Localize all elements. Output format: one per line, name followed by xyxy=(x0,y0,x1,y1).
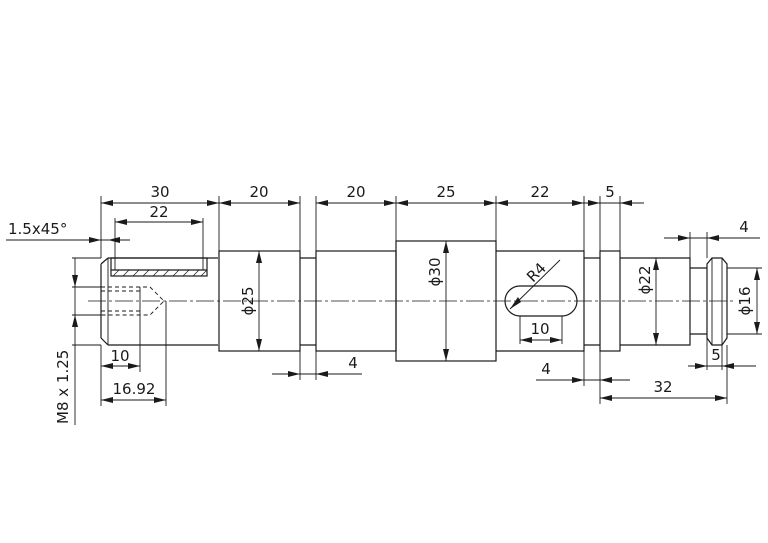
dim-20-b: 20 xyxy=(346,183,365,201)
dim-5: 5 xyxy=(605,183,615,201)
dim-drill-depth: 16.92 xyxy=(113,380,156,398)
dim-dia-25: ϕ25 xyxy=(239,287,257,316)
dim-dia-16: ϕ16 xyxy=(736,287,754,316)
keyway-section xyxy=(110,257,208,277)
dim-32: 32 xyxy=(653,378,672,396)
dim-groove-right: 4 xyxy=(541,360,551,378)
dim-right-5: 5 xyxy=(711,346,721,364)
dimension-lines xyxy=(6,200,760,425)
dim-thread: M8 x 1.25 xyxy=(54,350,72,424)
dim-dia-30: ϕ30 xyxy=(426,258,444,287)
dimension-labels: 30 22 20 20 25 22 5 1.5x45° M8 x 1.25 10… xyxy=(8,183,754,424)
dim-25: 25 xyxy=(436,183,455,201)
dim-slot: 10 xyxy=(530,320,549,338)
dim-22-key: 22 xyxy=(149,203,168,221)
threaded-hole xyxy=(101,286,165,316)
extension-lines xyxy=(72,196,762,406)
dim-right-4: 4 xyxy=(739,218,749,236)
dim-thread-depth: 10 xyxy=(110,347,129,365)
dim-30: 30 xyxy=(150,183,169,201)
dim-groove-left: 4 xyxy=(348,354,358,372)
dim-chamfer: 1.5x45° xyxy=(8,220,67,238)
dim-radius: R4 xyxy=(523,259,550,286)
dim-dia-22: ϕ22 xyxy=(636,266,654,295)
dim-20-a: 20 xyxy=(249,183,268,201)
dim-22: 22 xyxy=(530,183,549,201)
